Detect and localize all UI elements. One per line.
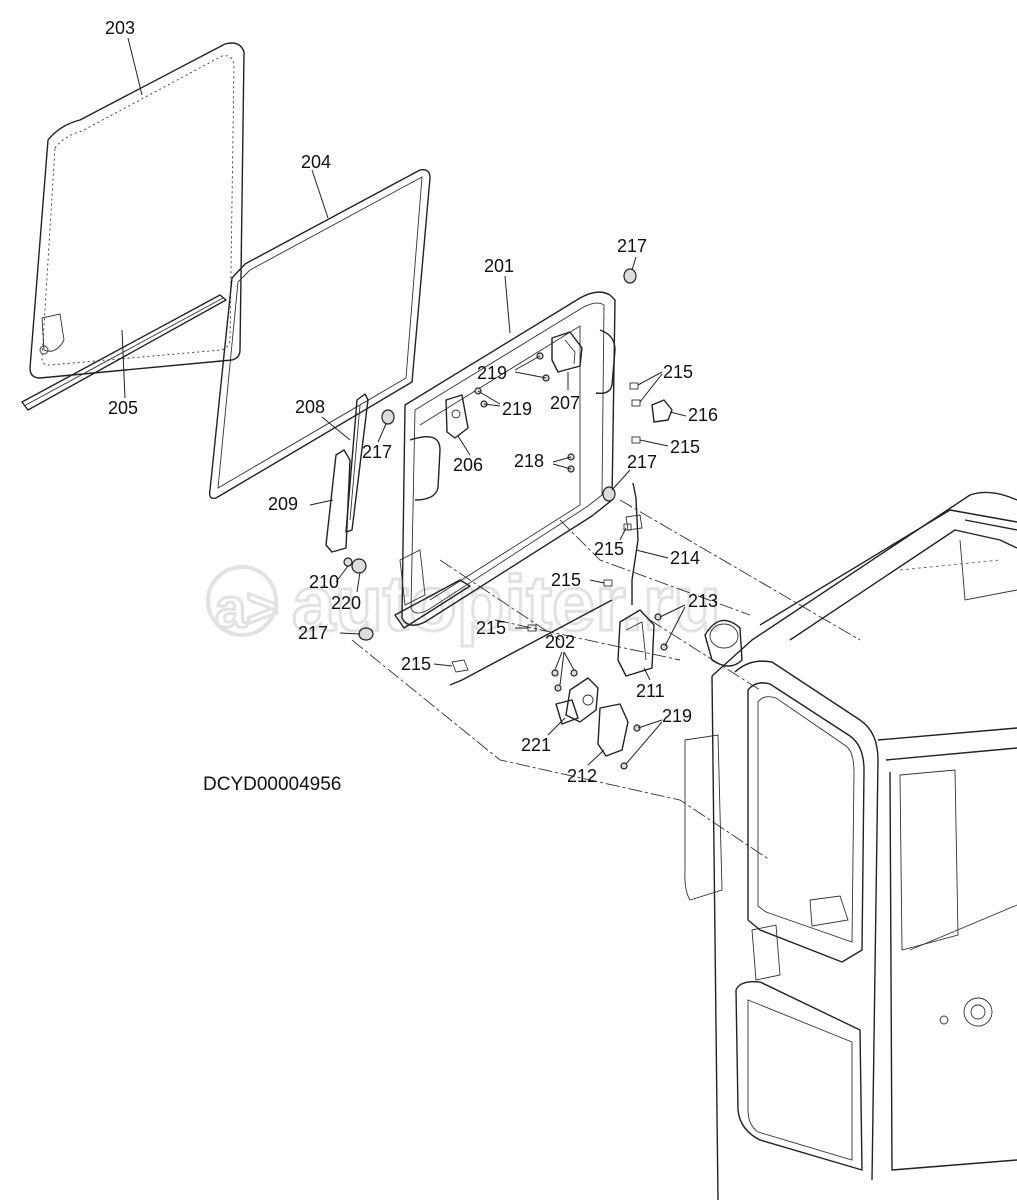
label-215: 215 [476, 618, 506, 638]
label-208: 208 [295, 397, 325, 417]
label-220: 220 [331, 593, 361, 613]
label-215: 215 [670, 437, 700, 457]
label-210: 210 [309, 572, 339, 592]
label-209: 209 [268, 494, 298, 514]
assembly-lines [351, 499, 861, 861]
label-204: 204 [301, 152, 331, 172]
label-215: 215 [551, 570, 581, 590]
cab-body [684, 491, 1017, 1200]
part-216-striker [651, 399, 673, 423]
label-218: 218 [514, 451, 544, 471]
part-215-rod [449, 599, 613, 686]
part-209-wiper-arm [325, 449, 351, 553]
label-217: 217 [298, 623, 328, 643]
label-215: 215 [663, 362, 693, 382]
label-215: 215 [594, 539, 624, 559]
part-205-seal-strip [21, 294, 227, 411]
label-219: 219 [502, 399, 532, 419]
label-217: 217 [627, 452, 657, 472]
svg-text:a>: a> [215, 576, 279, 639]
part-210-220-nut [343, 557, 367, 574]
label-219: 219 [662, 706, 692, 726]
label-207: 207 [550, 393, 580, 413]
part-203-glass [29, 42, 245, 379]
label-217: 217 [362, 442, 392, 462]
part-217-caps [358, 268, 637, 641]
part-207-lock [551, 331, 583, 373]
label-211: 211 [636, 681, 665, 701]
label-212: 212 [567, 766, 597, 786]
label-201: 201 [484, 256, 514, 276]
part-206-latch [445, 394, 469, 439]
part-212-bracket [597, 703, 629, 757]
part-221-wiper-motor [555, 677, 599, 725]
label-213: 213 [688, 591, 718, 611]
watermark: a> autopiter.ru [206, 558, 723, 649]
part-214-wiring [625, 482, 643, 605]
part-211-cover [617, 609, 655, 677]
drawing-code: DCYD00004956 [203, 774, 341, 795]
leader-lines [121, 37, 687, 766]
label-217: 217 [617, 236, 647, 256]
label-215: 215 [401, 654, 431, 674]
label-202: 202 [545, 632, 575, 652]
callout-labels: 203 204 205 201 217 219 219 207 215 216 … [105, 18, 718, 786]
label-203: 203 [105, 18, 135, 38]
part-204-glass-panel [208, 168, 431, 500]
label-214: 214 [670, 548, 700, 568]
label-206: 206 [453, 455, 483, 475]
label-219: 219 [477, 363, 507, 383]
label-205: 205 [108, 398, 138, 418]
label-216: 216 [688, 405, 718, 425]
label-221: 221 [521, 735, 551, 755]
